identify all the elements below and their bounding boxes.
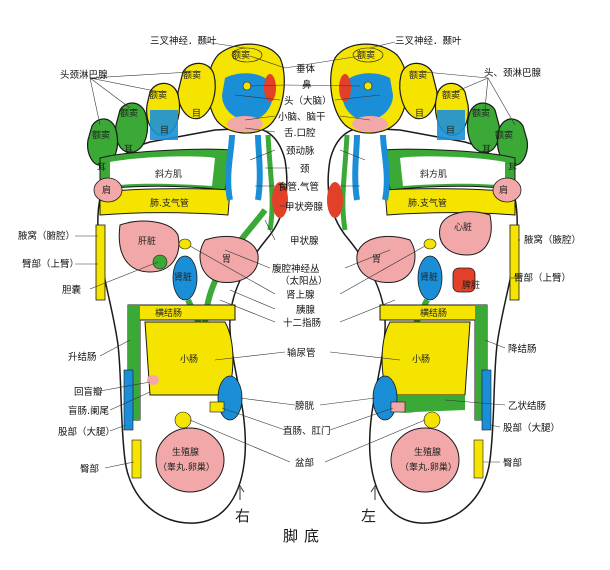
label-trigeminal-left: 三叉神经．颞叶 — [395, 35, 462, 47]
inner-stomach-r: 胃 — [222, 254, 231, 265]
right-toes — [87, 43, 285, 166]
inner-sinus-3-l: 额窦 — [442, 89, 460, 101]
label-gallbladder: 胆囊 — [62, 284, 82, 296]
right-gonad — [155, 427, 225, 493]
label-thigh-right: 股部（大腿） — [58, 426, 115, 438]
left-foot — [327, 43, 528, 524]
inner-transverse-l: 横结肠 — [420, 307, 447, 319]
label-celiac-plexus: 腹腔神经丛 — [272, 263, 320, 275]
inner-sinus-3-r: 额窦 — [149, 89, 167, 101]
label-armpit-left: 腋窝（腋腔） — [524, 234, 581, 246]
inner-transverse-r: 横结肠 — [155, 307, 182, 319]
inner-small-int-l: 小肠 — [412, 354, 430, 365]
label-cerebellum: 小脑、脑干 — [278, 111, 326, 123]
bottom-annotations: 右 左 脚底 — [235, 485, 380, 545]
label-pancreas: 胰腺 — [296, 304, 316, 316]
inner-spleen: 脾脏 — [462, 279, 480, 291]
label-tongue-mouth: 舌.口腔 — [284, 127, 316, 139]
inner-sinus-big-l: 额窦 — [357, 49, 375, 61]
inner-liver: 肝脏 — [138, 235, 156, 247]
left-side-labels: 头颈淋巴腺 腋窝（腑腔） 臂部（上臂） 胆囊 升结肠 回盲瓣 盲肠.阑尾 股部（… — [18, 69, 115, 475]
inner-lung-l: 肺.支气管 — [408, 197, 447, 209]
label-bladder: 膀胱 — [295, 400, 315, 412]
side-label-right: 右 — [235, 507, 250, 525]
label-buttock-right: 臀部 — [80, 463, 99, 475]
label-rectum: 直肠、肛门 — [283, 425, 331, 437]
label-solar-plexus: （太阳丛） — [280, 275, 328, 287]
label-thigh-left: 股部（大腿） — [503, 422, 560, 434]
inner-sinus-2-r: 额窦 — [183, 69, 201, 81]
label-carotid: 颈动脉 — [286, 145, 315, 157]
arrow-up-icon — [235, 485, 245, 493]
label-head-neck-lymph-right: 头颈淋巴腺 — [60, 69, 108, 81]
inner-sinus-big-r: 额窦 — [232, 49, 250, 61]
inner-eye2-l: 目 — [446, 125, 455, 136]
side-label-left: 左 — [361, 507, 376, 525]
inner-gonad-sub-l: （睾丸.卵巢） — [400, 461, 457, 473]
inner-trapezius-r: 斜方肌 — [155, 168, 182, 180]
inner-sinus-5-r: 额窦 — [92, 129, 110, 141]
inner-ear2-l: 耳 — [508, 162, 517, 173]
inner-ear2-r: 耳 — [97, 162, 106, 173]
inner-lung-r: 肺.支气管 — [150, 197, 189, 209]
inner-ear-r: 耳 — [124, 144, 133, 155]
right-foot — [87, 43, 288, 524]
inner-labels-right-foot: 额窦 额窦 额窦 额窦 额窦 目 目 耳 耳 斜方肌 肩 肺.支气管 肝脏 胃 … — [92, 49, 250, 473]
inner-kidney-l: 肾脏 — [420, 271, 438, 283]
label-trigeminal-right: 三叉神经．颞叶 — [150, 35, 217, 47]
label-adrenal: 肾上腺 — [286, 289, 315, 301]
label-ureter: 输尿管 — [287, 347, 316, 359]
inner-shoulder-r: 肩 — [102, 184, 111, 196]
label-neck: 颈 — [300, 164, 310, 175]
label-ileocecal: 回盲瓣 — [74, 386, 103, 398]
label-buttock-left: 臀部 — [503, 457, 522, 469]
label-duodenum: 十二指肠 — [283, 317, 321, 329]
label-sigmoid-colon: 乙状结肠 — [508, 400, 546, 412]
label-esophagus: 食管.气管 — [278, 181, 319, 193]
inner-eye-l: 目 — [415, 108, 424, 119]
label-armpit-right: 腋窝（腑腔） — [18, 230, 75, 242]
label-head-neck-lymph-left: 头、颈淋巴腺 — [484, 67, 542, 79]
label-upper-arm-right: 臂部（上臂） — [22, 258, 79, 270]
label-upper-arm-left: 臂部（上臂） — [514, 272, 571, 284]
inner-sinus-4-l: 额窦 — [472, 107, 490, 119]
leader-lines — [75, 41, 520, 469]
arrow-up-icon-2 — [370, 485, 380, 493]
label-pelvis: 盆部 — [295, 457, 314, 469]
inner-kidney-r: 肾脏 — [174, 271, 192, 283]
inner-sinus-5-l: 额窦 — [495, 129, 513, 141]
label-parathyroid: 甲状旁腺 — [285, 201, 324, 213]
label-ascending-colon: 升结肠 — [68, 351, 97, 363]
label-thyroid: 甲状腺 — [290, 235, 319, 247]
label-pituitary: 垂体 — [296, 63, 316, 75]
inner-sinus-2-l: 额窦 — [409, 69, 427, 81]
inner-shoulder-l: 肩 — [499, 184, 508, 196]
center-labels: 三叉神经．颞叶 垂体 鼻 头（大脑） 小脑、脑干 舌.口腔 颈动脉 颈 食管.气… — [150, 35, 332, 469]
inner-heart: 心脏 — [454, 221, 472, 233]
label-descending-colon: 降结肠 — [508, 343, 537, 355]
right-lung-zone — [99, 188, 231, 216]
inner-ear-l: 耳 — [482, 144, 491, 155]
label-nose: 鼻 — [302, 79, 312, 91]
inner-labels-left-foot: 额窦 额窦 额窦 额窦 额窦 目 目 耳 耳 斜方肌 肩 肺.支气管 心脏 胃 … — [357, 49, 517, 473]
page-title: 脚底 — [283, 527, 325, 545]
inner-gonad-r: 生殖腺 — [172, 446, 199, 458]
label-head: 头（大脑） — [284, 95, 332, 107]
inner-small-int-r: 小肠 — [180, 354, 198, 365]
inner-gonad-sub-r: （睾丸.卵巢） — [158, 461, 215, 473]
inner-sinus-4-r: 额窦 — [120, 107, 138, 119]
inner-eye-r: 目 — [192, 108, 201, 119]
label-cecum-appendix: 盲肠.阑尾 — [68, 405, 109, 417]
inner-gonad-l: 生殖腺 — [414, 446, 441, 458]
right-side-labels: 三叉神经．颞叶 头、颈淋巴腺 腋窝（腋腔） 臂部（上臂） 降结肠 乙状结肠 股部… — [395, 35, 581, 469]
inner-stomach-l: 胃 — [372, 254, 381, 265]
inner-trapezius-l: 斜方肌 — [420, 168, 447, 180]
inner-eye2-r: 目 — [160, 125, 169, 136]
